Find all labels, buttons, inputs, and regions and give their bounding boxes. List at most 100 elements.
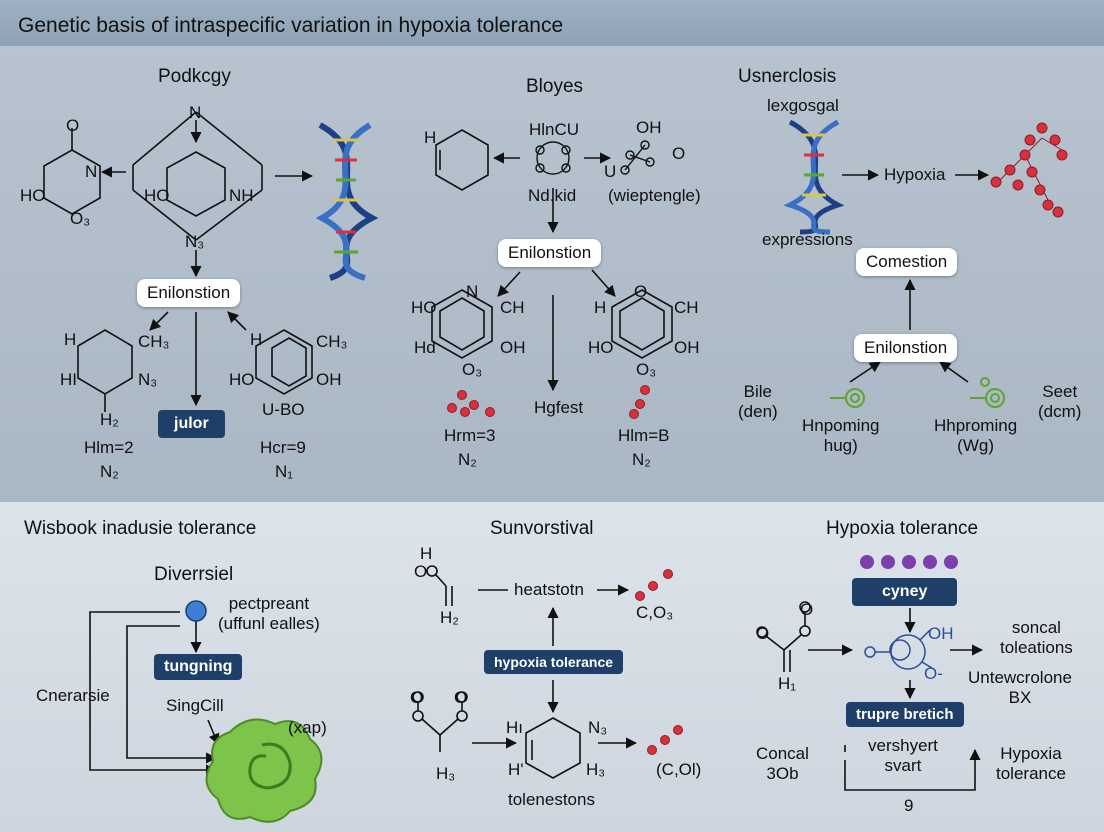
atom-label: H [64,330,77,349]
atom-label: O [756,624,770,643]
atom-label: HO [588,338,614,357]
atom-label: OH [316,370,342,389]
formula-label: Hlm=2 [84,438,134,457]
vershyert-label: vershyert svart [868,736,938,775]
atom-label: N [466,282,479,301]
concal-label: Concal 3Ob [756,744,809,783]
dna-helix-left [315,122,379,281]
atom-label: O [454,688,468,707]
atom-label: H [420,544,433,563]
singcill-label: SingCill [166,696,224,715]
hgfest-label: Hgfest [534,398,584,417]
atom-label: Hd [414,338,436,357]
formula-label: N₂ [100,462,119,481]
atom-label: N₃ [138,370,158,389]
formula-label: N₂ [632,450,651,469]
section-heading-sunvorstival: Sunvorstival [490,518,594,539]
formula-label: N₂ [458,450,477,469]
atom-label: H₁ [778,674,797,693]
untewcrolone-label: Untewcrolone BX [968,668,1072,707]
atom-label: N [189,103,202,122]
section-heading-wisbook: Wisbook inadusie tolerance [24,518,257,539]
hhproming-label: Hhproming (Wg) [934,416,1018,455]
atom-label: O [66,116,80,135]
atom-label: H [424,128,437,147]
hypoxia-tolerance-label: Hypoxia tolerance [996,744,1066,783]
formula-label: Hcr=9 [260,438,306,457]
atom-label: OH [500,338,526,357]
atom-label: HO [144,186,170,205]
expressions-label: expressions [762,230,853,249]
atom-label: N₃ [185,232,205,251]
hnpoming-label: Hnpoming hug) [802,416,880,455]
number-label: 9 [904,796,914,815]
cnerarsie-label: Cnerarsie [36,686,110,705]
atom-label: H₂ [100,410,119,429]
atom-label: OH [928,624,954,643]
atom-label: O [672,144,686,163]
gene-label: lexgosgal [767,96,839,115]
atom-label: NH [229,186,254,205]
atom-label: CH [500,298,525,317]
atom-label: (wieptengle) [608,186,701,205]
atom-label: H [250,330,263,349]
atom-label: Hı [506,718,523,737]
bile-label: Bile (den) [738,382,778,421]
atom-label: HO [411,298,437,317]
pectpreant-label: pectpreant (uffunl ealles) [218,594,320,633]
atom-label: H₃ [436,764,456,783]
red-molecule-top-right [990,122,1068,218]
atom-label: H' [508,760,524,779]
diverrsiel-label: Diverrsiel [154,564,234,585]
atom-label: O₃ [636,360,657,379]
title-bar: Genetic basis of intraspecific variation… [0,0,1104,46]
atom-label: OH [636,118,662,137]
atom-label: O- [924,664,943,683]
atom-label: H₃ [586,760,606,779]
enilonstion-node-left: Enilonstion [137,279,241,307]
section-heading-podkcgy: Podkcgy [158,66,231,87]
atom-label: O₃ [462,360,483,379]
atom-label: O [800,600,814,619]
atom-label: CH [674,298,699,317]
atom-label: HlnCU [529,120,580,139]
atom-label: CH₃ [316,332,348,351]
formula-label: N₁ [275,462,294,481]
dna-helix-right [783,119,845,235]
atom-label: H₂ [440,608,459,627]
atom-label: OH [674,338,700,357]
julor-node: julor [158,410,225,438]
tolenestons-label: tolenestons [508,790,595,809]
atom-label: CH₃ [138,332,170,351]
trupre-bretich-node: trupre bretich [846,702,964,727]
xap-label: (xap) [288,718,327,737]
atom-label: Nd.kid [528,186,577,205]
section-heading-usnerclosis: Usnerclosis [738,66,837,87]
seet-label: Seet (dcm) [1038,382,1082,421]
atom-label: HO [20,186,46,205]
atom-label: O [414,562,428,581]
page-title: Genetic basis of intraspecific variation… [18,14,564,37]
comestion-node: Comestion [856,248,958,276]
tungning-node: tungning [154,654,243,680]
hypoxia-label: Hypoxia [884,165,946,184]
atom-label: U-BO [262,400,305,419]
cyney-node: cyney [852,578,958,606]
section-heading-hypoxia-tolerance: Hypoxia tolerance [826,518,979,539]
formula-label: (C,Ol) [656,760,702,779]
atom-label: HI [60,370,77,389]
formula-label: C,O₃ [636,603,674,622]
atom-label: H [594,298,607,317]
formula-label: Hlm=B [618,426,670,445]
atom-label: N [85,162,98,181]
formula-label: Hrm=3 [444,426,496,445]
section-heading-bloyes: Bloyes [526,76,584,97]
heatstotn-label: heatstotn [514,580,584,599]
enilonstion-node-mid: Enilonstion [498,239,602,267]
atom-label: O₃ [70,209,91,228]
cell-illustration [205,718,323,823]
atom-label: O [634,282,648,301]
atom-label: O [410,688,424,707]
atom-label: HO [229,370,255,389]
